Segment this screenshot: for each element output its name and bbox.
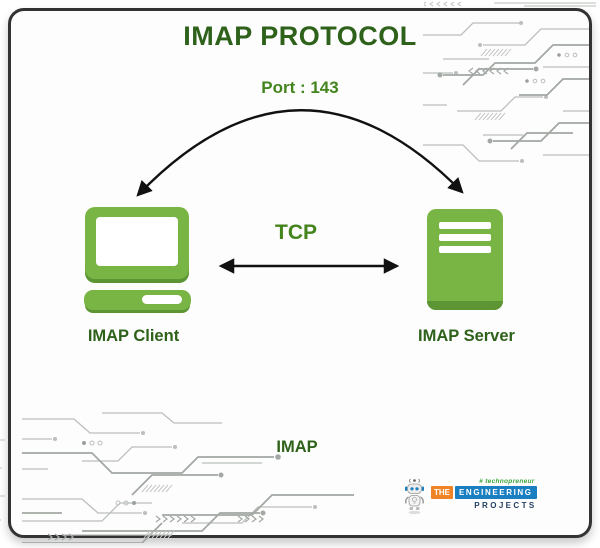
page-title: IMAP PROTOCOL xyxy=(183,21,417,51)
laptop-base xyxy=(84,290,191,310)
server-label: IMAP Server xyxy=(418,327,515,345)
bottom-imap-label: IMAP xyxy=(276,438,318,456)
circuit-pattern-left-edge xyxy=(0,439,5,521)
logo-tagline: # technopreneur xyxy=(479,478,535,485)
tcp-arrow xyxy=(218,258,400,274)
laptop-monitor xyxy=(85,207,189,279)
logo-word-engineering: ENGINEERING xyxy=(455,486,537,499)
robot-icon xyxy=(405,478,424,515)
logo-wordmark: THE ENGINEERING xyxy=(431,486,537,499)
circuit-pattern-top-right xyxy=(423,21,589,163)
port-label: Port : 143 xyxy=(261,78,339,97)
laptop-icon xyxy=(84,207,195,312)
server-slot xyxy=(439,246,491,253)
diagram-card: IMAP PROTOCOL Port : 143 TCP IMAP Client xyxy=(8,8,592,543)
circuit-pattern-bottom-left xyxy=(22,412,354,543)
server-icon xyxy=(427,209,503,310)
client-label: IMAP Client xyxy=(87,327,180,345)
logo-text: # technopreneur THE ENGINEERING PROJECTS xyxy=(431,478,537,510)
curved-arrow xyxy=(136,109,464,197)
logo-word-projects: PROJECTS xyxy=(474,501,537,510)
circuit-pattern-top-edge xyxy=(424,1,596,7)
server-slot xyxy=(439,234,491,241)
logo-word-the: THE xyxy=(431,486,453,499)
laptop-touchpad xyxy=(142,295,182,304)
laptop-screen xyxy=(96,217,178,266)
brand-logo: # technopreneur THE ENGINEERING PROJECTS xyxy=(401,478,537,520)
tcp-label: TCP xyxy=(275,221,317,244)
server-slot xyxy=(439,222,491,229)
